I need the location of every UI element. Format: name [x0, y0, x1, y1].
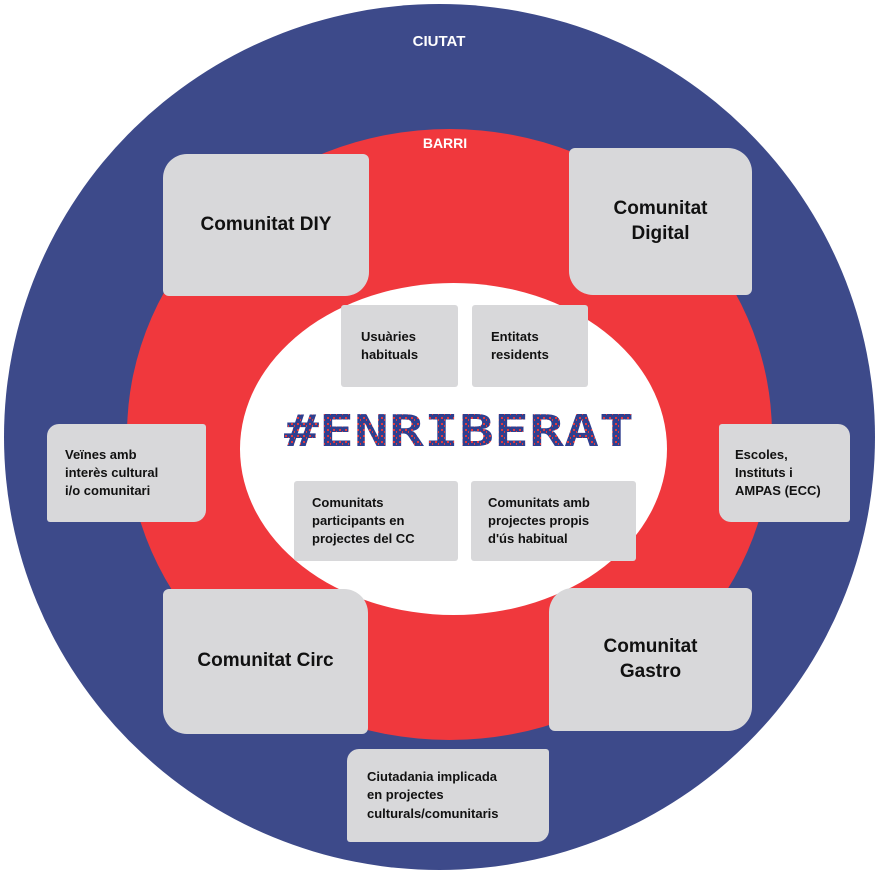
enriberat-logo-text: #ENRIBERAT	[284, 406, 634, 454]
card-entitats-residents-label: Entitats residents	[491, 328, 549, 362]
card-veines: Veïnes amb interès cultural i/o comunita…	[47, 424, 206, 522]
card-escoles: Escoles, Instituts i AMPAS (ECC)	[719, 424, 850, 522]
card-comunitat-digital-label: Comunitat Digital	[613, 197, 708, 244]
card-comunitats-projectes-propis: Comunitats amb projectes propis d'ús hab…	[471, 481, 636, 561]
card-comunitats-participants: Comunitats participants en projectes del…	[294, 481, 458, 561]
card-comunitat-gastro: Comunitat Gastro	[549, 588, 752, 731]
card-ciutadania: Ciutadania implicada en projectes cultur…	[347, 749, 549, 842]
card-comunitat-circ-label: Comunitat Circ	[197, 650, 334, 672]
card-comunitat-digital: Comunitat Digital	[569, 148, 752, 295]
card-escoles-label: Escoles, Instituts i AMPAS (ECC)	[735, 446, 821, 499]
card-usuaries-habituals-label: Usuàries habituals	[361, 328, 419, 362]
card-comunitat-gastro-label: Comunitat Gastro	[603, 635, 698, 682]
card-usuaries-habituals: Usuàries habituals	[341, 305, 458, 387]
card-comunitat-diy-label: Comunitat DIY	[200, 213, 332, 235]
card-comunitats-projectes-propis-label: Comunitats amb projectes propis d'ús hab…	[488, 494, 590, 547]
enriberat-logo: #ENRIBERAT	[284, 404, 634, 454]
card-veines-label: Veïnes amb interès cultural i/o comunita…	[65, 446, 159, 499]
card-comunitat-diy: Comunitat DIY	[163, 154, 369, 296]
enriberat-logo-graphic: #ENRIBERAT	[284, 406, 634, 454]
card-entitats-residents: Entitats residents	[472, 305, 588, 387]
card-comunitat-circ: Comunitat Circ	[163, 589, 368, 734]
card-comunitats-participants-label: Comunitats participants en projectes del…	[312, 494, 415, 547]
ciutat-label: CIUTAT	[412, 33, 466, 50]
card-ciutadania-label: Ciutadania implicada en projectes cultur…	[367, 769, 499, 821]
barri-label: BARRI	[422, 135, 468, 151]
